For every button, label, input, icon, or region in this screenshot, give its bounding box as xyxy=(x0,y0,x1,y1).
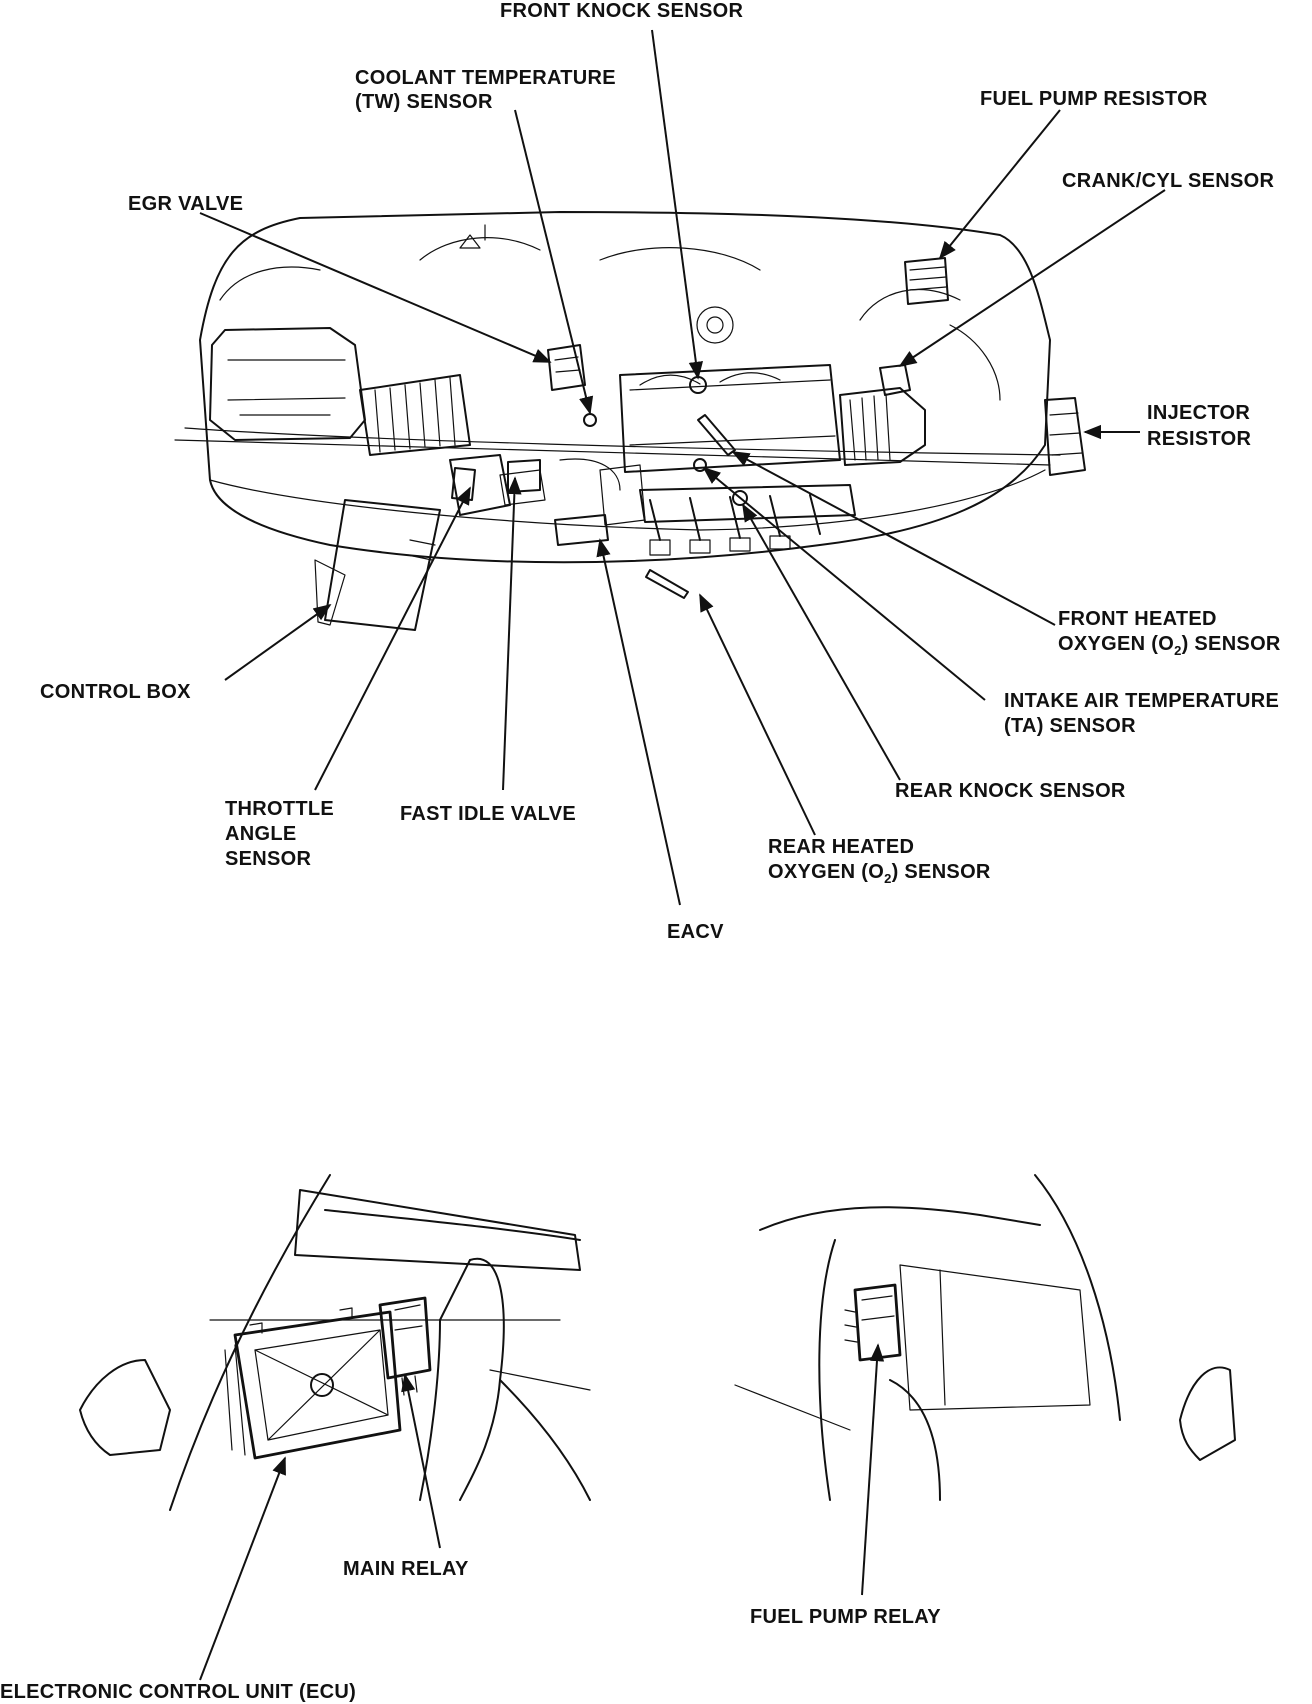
egr-valve xyxy=(547,344,586,391)
rear-o2-sensor-part xyxy=(645,569,689,599)
label-control-box: CONTROL BOX xyxy=(40,681,191,703)
label-injector-resistor-line1: INJECTOR xyxy=(1147,402,1250,424)
label-rear-heated-o2-line2: OXYGEN (O2) SENSOR xyxy=(768,861,991,886)
fuel-pump-relay-part xyxy=(844,1283,902,1362)
label-intake-air-temp-line1: INTAKE AIR TEMPERATURE xyxy=(1004,690,1279,712)
throttle-angle-sensor-part xyxy=(451,467,476,501)
label-egr-valve: EGR VALVE xyxy=(128,193,243,215)
label-fast-idle-valve: FAST IDLE VALVE xyxy=(400,803,576,825)
label-main-relay: MAIN RELAY xyxy=(343,1558,469,1580)
front-o2-sensor-part xyxy=(697,414,736,456)
label-coolant-temp-line1: COOLANT TEMPERATURE xyxy=(355,67,616,89)
control-box-part xyxy=(314,499,441,631)
label-coolant-temp-line2: (TW) SENSOR xyxy=(355,91,493,113)
label-throttle-angle-line2: ANGLE xyxy=(225,823,297,845)
intake-runners xyxy=(639,484,856,556)
rear-knock-sensor-part xyxy=(732,490,748,506)
label-fuel-pump-relay: FUEL PUMP RELAY xyxy=(750,1606,941,1628)
intake-bellows xyxy=(359,374,471,456)
label-crank-cyl-sensor: CRANK/CYL SENSOR xyxy=(1062,170,1274,192)
front-knock-sensor-part xyxy=(689,376,707,394)
label-ecu: ELECTRONIC CONTROL UNIT (ECU) xyxy=(0,1681,356,1703)
label-throttle-angle-line1: THROTTLE xyxy=(225,798,334,820)
label-front-heated-o2-line2: OXYGEN (O2) SENSOR xyxy=(1058,633,1281,658)
cabin-labels: MAIN RELAY ELECTRONIC CONTROL UNIT (ECU)… xyxy=(0,1558,941,1703)
injector-resistor-part xyxy=(1044,397,1086,476)
ecu-part xyxy=(224,1307,402,1460)
cabin-leader-lines xyxy=(199,1343,885,1681)
engine-bay-illustration xyxy=(174,211,1086,631)
engine-labels: FRONT KNOCK SENSOR COOLANT TEMPERATURE (… xyxy=(40,0,1281,943)
crank-cyl-sensor-part xyxy=(879,364,911,396)
label-front-knock-sensor: FRONT KNOCK SENSOR xyxy=(500,0,743,22)
label-fuel-pump-resistor: FUEL PUMP RESISTOR xyxy=(980,88,1208,110)
alternator xyxy=(839,387,926,466)
label-rear-heated-o2-line1: REAR HEATED xyxy=(768,836,914,858)
right-cabin-illustration xyxy=(734,1174,1236,1501)
engine-leader-lines xyxy=(199,29,1166,906)
label-rear-knock-sensor: REAR KNOCK SENSOR xyxy=(895,780,1126,802)
coolant-temp-sensor-part xyxy=(583,413,597,427)
valve-cover xyxy=(619,364,841,473)
fast-idle-valve-part xyxy=(507,459,541,493)
intake-air-temp-sensor-part xyxy=(693,458,707,472)
fuel-pump-resistor-part xyxy=(904,257,949,305)
label-injector-resistor-line2: RESISTOR xyxy=(1147,428,1252,450)
left-cabin-illustration xyxy=(79,1174,591,1511)
label-eacv: EACV xyxy=(667,921,724,943)
label-intake-air-temp-line2: (TA) SENSOR xyxy=(1004,715,1136,737)
label-front-heated-o2-line1: FRONT HEATED xyxy=(1058,608,1217,630)
label-throttle-angle-line3: SENSOR xyxy=(225,848,312,870)
